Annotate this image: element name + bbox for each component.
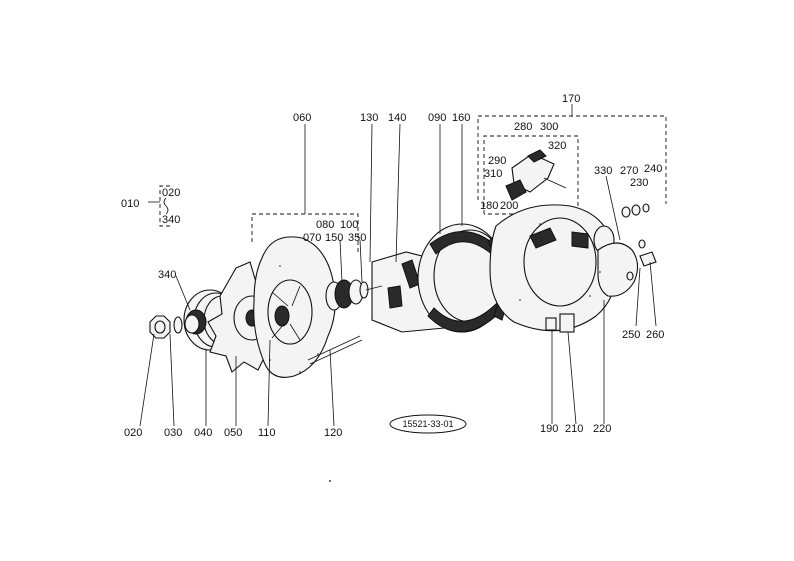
rear-housing-180 [489, 204, 618, 332]
group-bracket-060 [251, 124, 359, 252]
callout-120: 120 [324, 427, 342, 439]
brush-holder-210 [559, 313, 575, 333]
casting-texture [269, 223, 601, 373]
regulator-280-320 [505, 149, 567, 201]
callout-110: 110 [258, 427, 276, 439]
callout-330: 330 [594, 165, 612, 177]
callout-090: 090 [428, 112, 446, 124]
washer-030 [173, 316, 183, 334]
callout-280: 280 [514, 121, 532, 133]
callout-050: 050 [224, 427, 242, 439]
callout-200: 200 [500, 200, 518, 212]
nut-020 [149, 315, 171, 339]
callout-340: 340 [158, 269, 176, 281]
leader-lines [139, 123, 657, 427]
group-bracket-010 [148, 185, 170, 227]
callout-220: 220 [593, 423, 611, 435]
callout-180: 180 [480, 200, 498, 212]
stray-dot [329, 480, 331, 482]
callout-010: 010 [121, 198, 139, 210]
callout-020-top: 020 [162, 187, 180, 199]
callout-080: 080 [316, 219, 334, 231]
callout-250: 250 [622, 329, 640, 341]
callout-170: 170 [562, 93, 580, 105]
callout-210: 210 [565, 423, 583, 435]
callout-labels: 010 020 340 340 020 030 040 050 110 120 … [121, 93, 664, 439]
callout-350: 350 [348, 232, 366, 244]
hardware-230-270 [621, 203, 657, 281]
drawing-code-badge: 15521-33-01 [389, 414, 467, 434]
callout-100: 100 [340, 219, 358, 231]
callout-060: 060 [293, 112, 311, 124]
stator-090-160 [417, 223, 509, 333]
callout-130: 130 [360, 112, 378, 124]
callout-020: 020 [124, 427, 142, 439]
callout-070: 070 [303, 232, 321, 244]
callout-160: 160 [452, 112, 470, 124]
callout-140: 140 [388, 112, 406, 124]
front-bracket-060 [253, 236, 336, 378]
callout-030: 030 [164, 427, 182, 439]
group-bracket-170 [477, 104, 667, 204]
through-bolt-120 [307, 335, 363, 365]
callout-310: 310 [484, 168, 502, 180]
bearing-stack-070-150 [325, 279, 369, 311]
callout-150: 150 [325, 232, 343, 244]
callout-260: 260 [646, 329, 664, 341]
callout-290: 290 [488, 155, 506, 167]
callout-190: 190 [540, 423, 558, 435]
rear-cover-220 [597, 242, 639, 297]
callout-230: 230 [630, 177, 648, 189]
callout-340-top: 340 [162, 214, 180, 226]
callout-300: 300 [540, 121, 558, 133]
callout-320: 320 [548, 140, 566, 152]
drawing-code: 15521-33-01 [402, 419, 453, 429]
callout-270: 270 [620, 165, 638, 177]
callout-240: 240 [644, 163, 662, 175]
terminal-190 [545, 317, 557, 331]
callout-040: 040 [194, 427, 212, 439]
